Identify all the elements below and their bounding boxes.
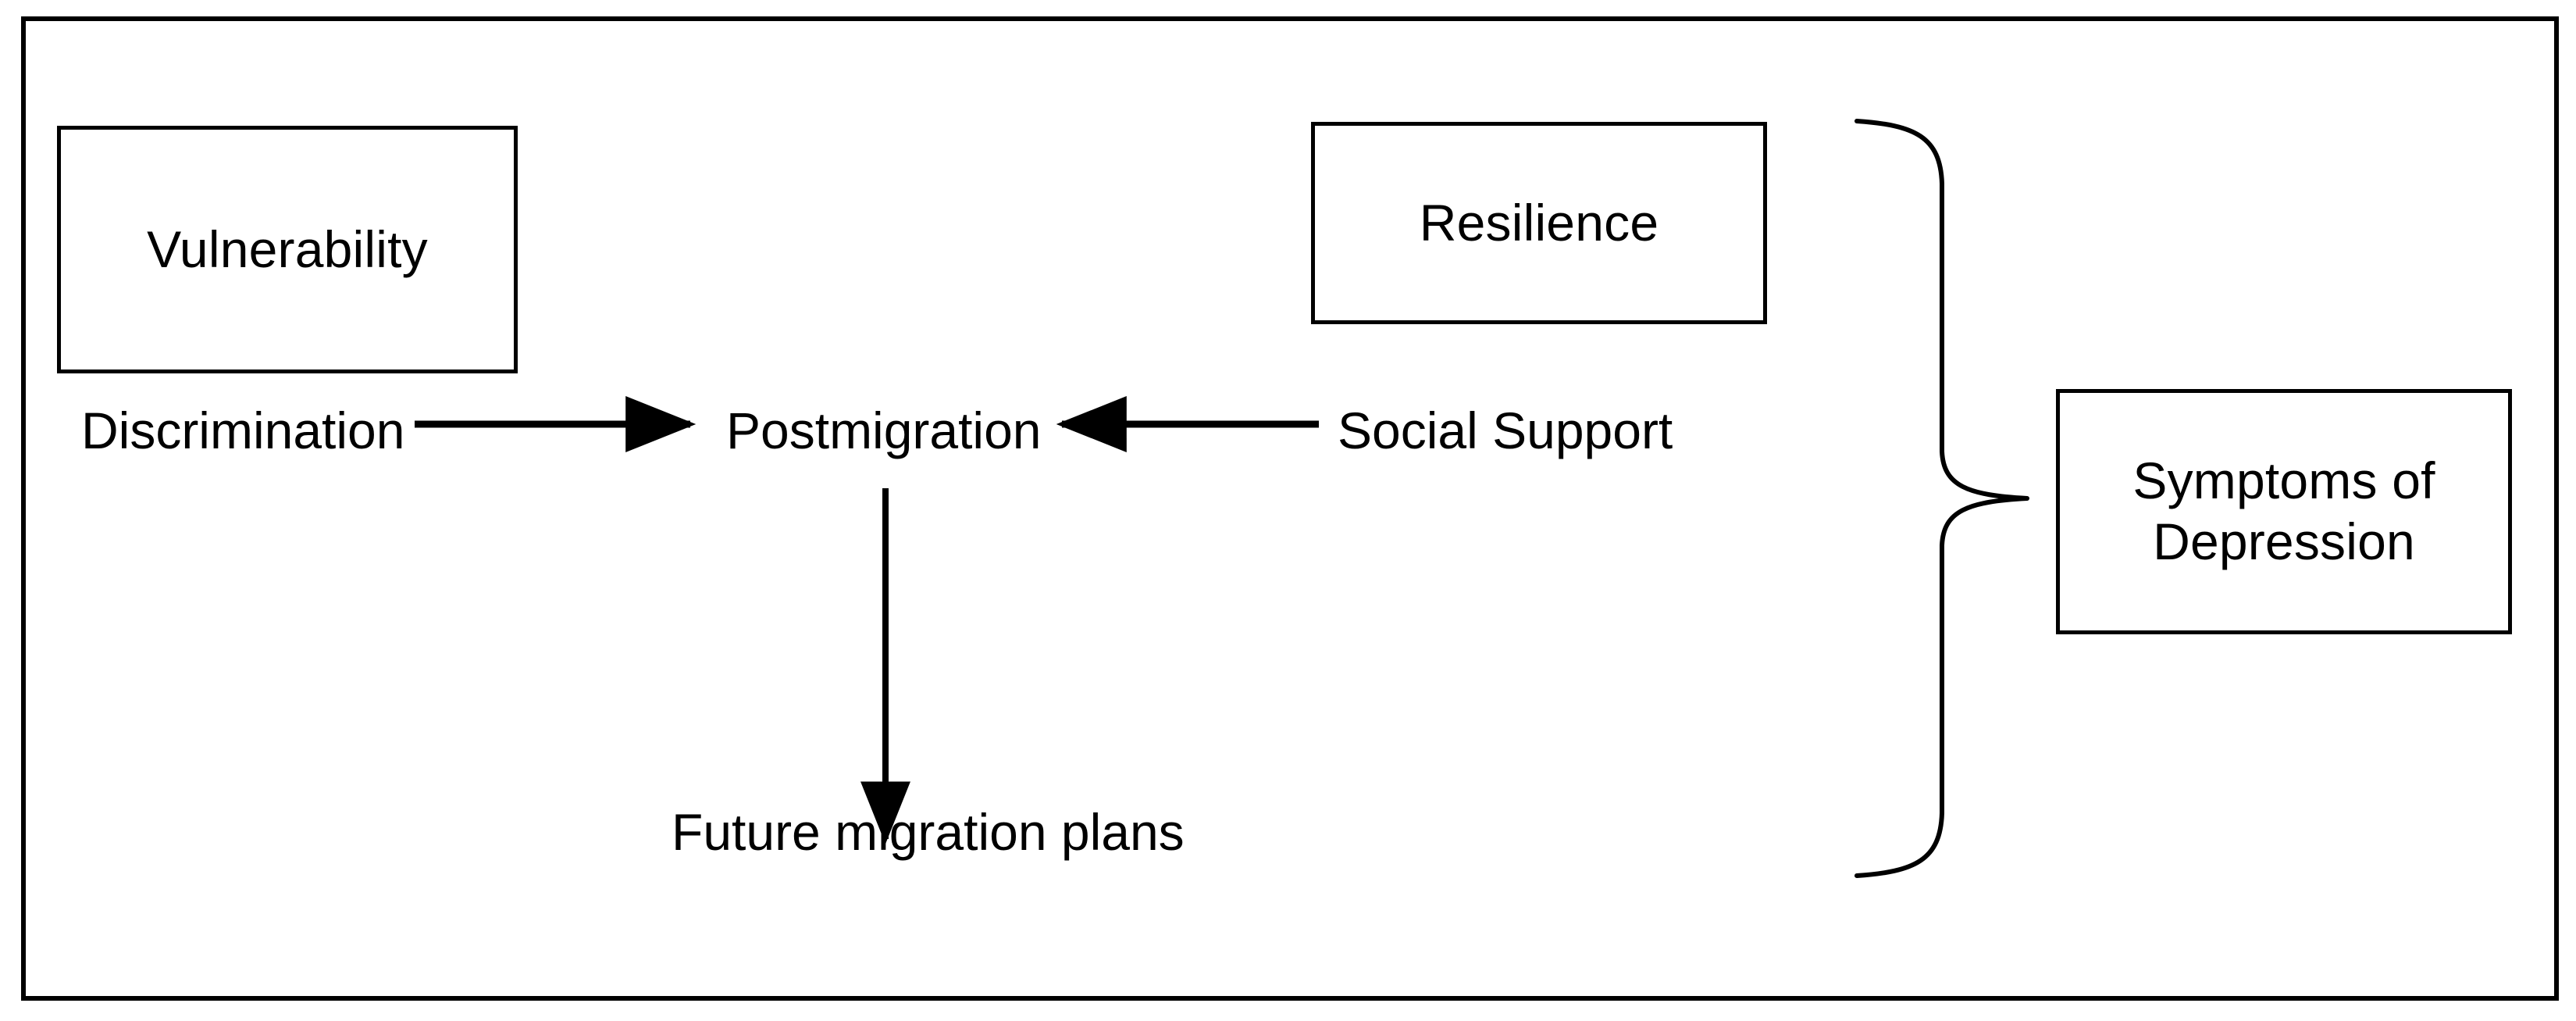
outer-border <box>21 16 2559 1001</box>
node-postmigration[interactable]: Postmigration <box>726 402 1042 459</box>
node-depression-label-line1: Symptoms of <box>2132 452 2435 510</box>
node-depression-label: Symptoms of Depression <box>2132 451 2435 573</box>
node-resilience-label: Resilience <box>1419 193 1659 252</box>
node-vulnerability-label: Vulnerability <box>147 220 428 278</box>
node-resilience[interactable]: Resilience <box>1311 122 1767 324</box>
node-symptoms-of-depression[interactable]: Symptoms of Depression <box>2056 389 2512 634</box>
node-social-support[interactable]: Social Support <box>1338 402 1673 459</box>
node-vulnerability[interactable]: Vulnerability <box>57 126 518 373</box>
node-future-migration-plans[interactable]: Future migration plans <box>672 803 1185 861</box>
node-depression-label-line2: Depression <box>2153 512 2415 570</box>
node-discrimination[interactable]: Discrimination <box>81 402 405 459</box>
